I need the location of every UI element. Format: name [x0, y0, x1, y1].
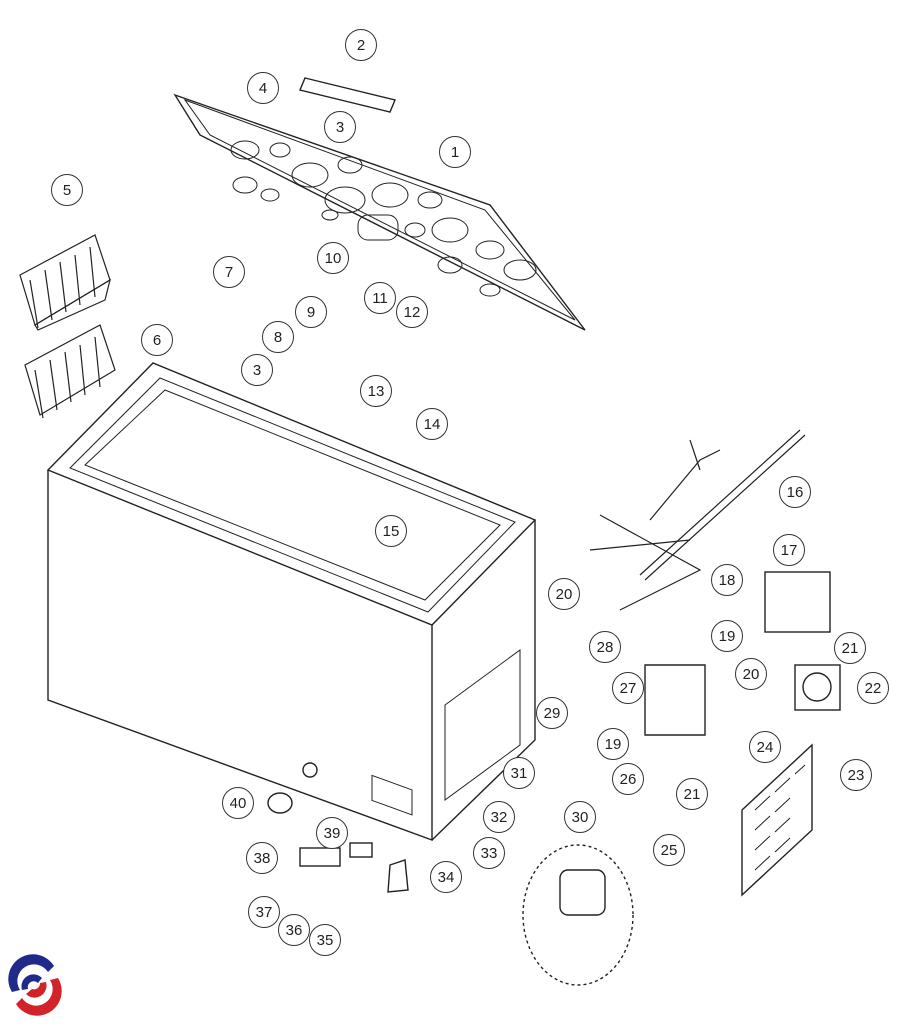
callout-14: 14	[416, 408, 448, 440]
callout-13: 13	[360, 375, 392, 407]
condenser	[764, 571, 831, 633]
callout-17: 17	[773, 534, 805, 566]
callout-15: 15	[375, 515, 407, 547]
callout-40: 40	[222, 787, 254, 819]
callout-12: 12	[396, 296, 428, 328]
rear-grille	[741, 743, 813, 897]
callout-36: 36	[278, 914, 310, 946]
callout-37: 37	[248, 896, 280, 928]
callout-21: 21	[834, 632, 866, 664]
callout-21-repeat: 21	[676, 778, 708, 810]
brand-logo	[8, 954, 62, 1016]
callout-3-repeat: 3	[241, 354, 273, 386]
compressor-bracket	[644, 664, 706, 736]
callout-32: 32	[483, 801, 515, 833]
callout-29: 29	[536, 697, 568, 729]
callout-7: 7	[213, 256, 245, 288]
callout-4: 4	[247, 72, 279, 104]
callout-6: 6	[141, 324, 173, 356]
callout-18: 18	[711, 564, 743, 596]
callout-31: 31	[503, 757, 535, 789]
callout-25: 25	[653, 834, 685, 866]
callout-5: 5	[51, 174, 83, 206]
callout-10: 10	[317, 242, 349, 274]
callout-26: 26	[612, 763, 644, 795]
callout-24: 24	[749, 731, 781, 763]
callout-22: 22	[857, 672, 889, 704]
callout-3: 3	[324, 111, 356, 143]
callout-30: 30	[564, 801, 596, 833]
lid-handle	[299, 77, 396, 113]
callout-19-repeat: 19	[597, 728, 629, 760]
callout-33: 33	[473, 837, 505, 869]
callout-19: 19	[711, 620, 743, 652]
power-cord-and-wiring	[589, 429, 806, 611]
callout-34: 34	[430, 861, 462, 893]
callout-20-repeat: 20	[735, 658, 767, 690]
callout-1: 1	[439, 136, 471, 168]
callout-2: 2	[345, 29, 377, 61]
callout-16: 16	[779, 476, 811, 508]
callout-11: 11	[364, 282, 396, 314]
fan	[794, 664, 841, 711]
compressor-group	[522, 844, 634, 986]
callout-35: 35	[309, 924, 341, 956]
lid	[173, 93, 586, 331]
wire-baskets	[19, 234, 116, 419]
freezer-cabinet	[46, 362, 537, 842]
callout-23: 23	[840, 759, 872, 791]
callout-9: 9	[295, 296, 327, 328]
callout-38: 38	[246, 842, 278, 874]
callout-39: 39	[316, 817, 348, 849]
callout-27: 27	[612, 672, 644, 704]
callout-8: 8	[262, 321, 294, 353]
callout-20: 20	[548, 578, 580, 610]
callout-28: 28	[589, 631, 621, 663]
